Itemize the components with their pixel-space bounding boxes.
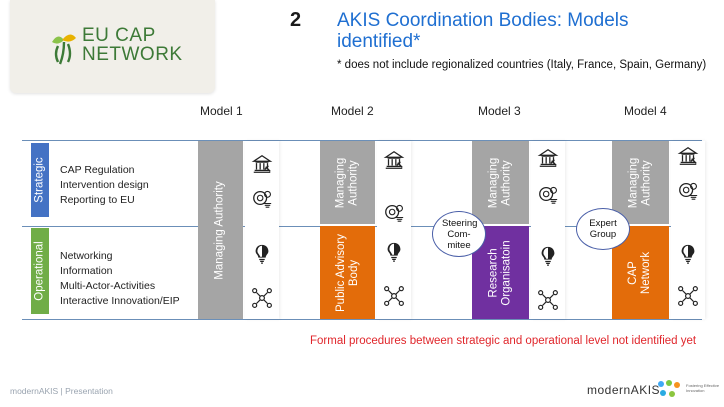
money-gears-icon [251, 187, 273, 209]
logo-panel: EU CAP NETWORK [10, 0, 215, 93]
modernakis-logo-icon [658, 380, 680, 397]
model-4-icon-column [671, 141, 705, 319]
logo-line1: EU CAP [82, 25, 156, 46]
strategic-items: CAP Regulation Intervention design Repor… [60, 163, 149, 208]
network-nodes-icon [251, 287, 273, 309]
model-3-label: Model 3 [478, 104, 521, 118]
slide-subtitle: * does not include regionalized countrie… [337, 59, 707, 71]
bottom-divider [22, 319, 702, 320]
authority-building-icon [677, 145, 699, 167]
authority-building-icon [251, 153, 273, 175]
strategic-tag: Strategic [31, 143, 49, 217]
operational-item: Networking [60, 250, 113, 262]
model-1-label: Model 1 [200, 104, 243, 118]
model-4-label: Model 4 [624, 104, 667, 118]
logo-line2: NETWORK [82, 44, 183, 65]
footer-tagline: Fostering Effective Innovation [686, 383, 720, 393]
strategic-item: Intervention design [60, 179, 149, 191]
network-nodes-icon [537, 289, 559, 311]
slide-number: 2 [290, 9, 302, 31]
operational-items: Networking Information Multi-Actor-Activ… [60, 249, 180, 309]
authority-building-icon [537, 147, 559, 169]
expert-group-bubble: Expert Group [576, 208, 630, 250]
network-nodes-icon [677, 285, 699, 307]
strategic-item: Reporting to EU [60, 194, 135, 206]
lightbulb-head-icon [251, 243, 273, 265]
model-2-icon-column [377, 141, 411, 319]
footer-brand: modernAKIS [587, 383, 661, 397]
money-gears-icon [383, 201, 405, 223]
operational-item: Information [60, 265, 113, 277]
authority-building-icon [383, 149, 405, 171]
model-3-icon-column [531, 141, 565, 319]
model-1-managing-authority-bar: Managing Authority [198, 141, 243, 319]
operational-tag: Operational [31, 228, 49, 314]
model-1-icon-column [245, 141, 279, 319]
lightbulb-head-icon [537, 245, 559, 267]
lightbulb-head-icon [383, 241, 405, 263]
operational-item: Multi-Actor-Activities [60, 280, 156, 292]
model-2-label: Model 2 [331, 104, 374, 118]
network-nodes-icon [383, 285, 405, 307]
footer-presentation-label: modernAKIS | Presentation [10, 386, 113, 396]
slide-title: AKIS Coordination Bodies: Models identif… [337, 10, 629, 52]
operational-item: Interactive Innovation/EIP [60, 295, 180, 307]
formal-procedures-note: Formal procedures between strategic and … [310, 335, 697, 347]
eu-cap-logo-icon [52, 34, 76, 65]
top-divider [22, 140, 702, 141]
lightbulb-head-icon [677, 243, 699, 265]
money-gears-icon [537, 183, 559, 205]
strategic-item: CAP Regulation [60, 164, 135, 176]
money-gears-icon [677, 179, 699, 201]
steering-committee-bubble: Steering Com-mitee [432, 211, 486, 257]
